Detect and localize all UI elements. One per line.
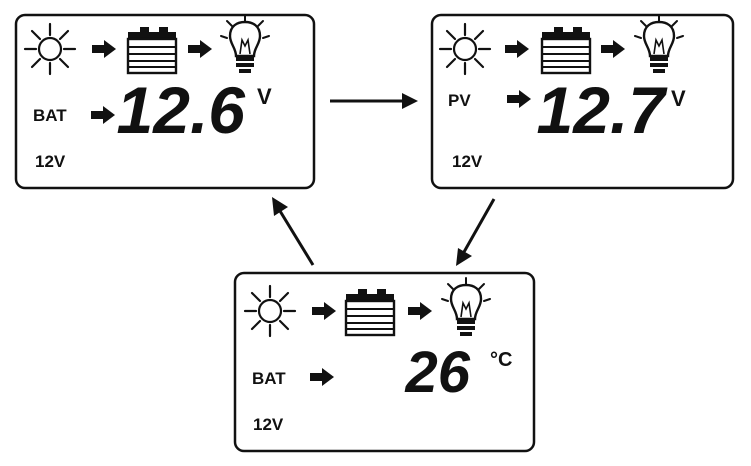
sun-icon bbox=[438, 22, 492, 76]
lcd-reading: 26 bbox=[404, 340, 470, 405]
reading-unit: V bbox=[671, 86, 686, 111]
sun-icon bbox=[243, 284, 297, 338]
battery-icon bbox=[540, 25, 592, 75]
cycle-arrow-3-to-1 bbox=[272, 197, 315, 266]
system-voltage: 12V bbox=[35, 152, 66, 171]
reading-unit: V bbox=[257, 84, 272, 109]
panel-label: BAT bbox=[252, 369, 286, 388]
system-voltage: 12V bbox=[452, 152, 483, 171]
cycle-arrow-1-to-2 bbox=[330, 93, 418, 109]
lcd-panel-battery-voltage: BAT 12.6 V 12V bbox=[14, 13, 316, 190]
reading-unit: °C bbox=[490, 349, 512, 371]
lcd-panel-temperature: BAT 26 °C 12V bbox=[233, 271, 536, 453]
sun-icon bbox=[23, 22, 77, 76]
battery-icon bbox=[344, 287, 396, 337]
battery-icon bbox=[126, 25, 178, 75]
lcd-reading: 12.6 bbox=[117, 73, 247, 147]
panel-label: BAT bbox=[33, 106, 67, 125]
cycle-arrow-2-to-3 bbox=[456, 198, 496, 266]
lcd-panel-pv-voltage: PV 12.7 V 12V bbox=[430, 13, 735, 190]
panel-label: PV bbox=[448, 91, 471, 110]
system-voltage: 12V bbox=[253, 415, 284, 434]
lcd-reading: 12.7 bbox=[537, 73, 669, 147]
